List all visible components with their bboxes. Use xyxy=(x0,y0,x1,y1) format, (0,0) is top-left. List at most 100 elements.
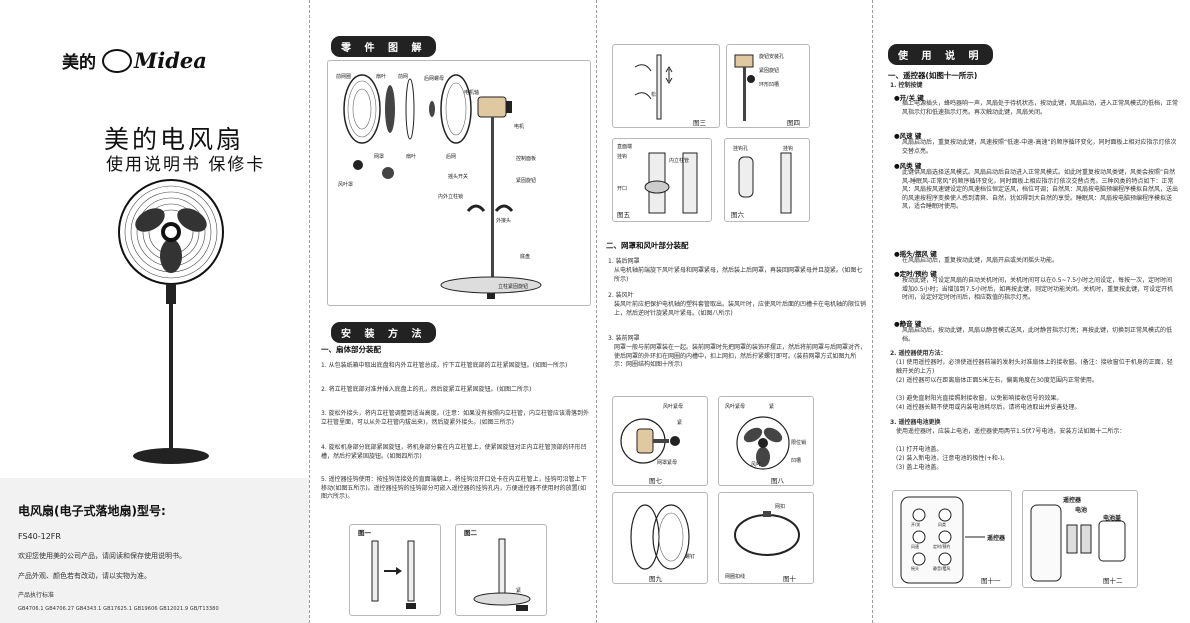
fig2-label: 紧 xyxy=(516,588,522,594)
remote-usage-title: 2. 遥控器使用方法： xyxy=(890,350,947,357)
label-lock-knob: 紧固旋钮 xyxy=(516,178,537,184)
info-box xyxy=(0,478,309,623)
fig2-caption: 图二 xyxy=(464,529,477,537)
remote-button-timer: 定时/预约 xyxy=(933,544,951,549)
label-base-screw: 立柱紧固旋钮 xyxy=(498,284,529,290)
remote-button-power: 开/关 xyxy=(911,522,921,527)
fig4-label-3: 环形凹槽 xyxy=(759,82,780,88)
fig7-label-2: 紧 xyxy=(677,420,683,426)
fig10-label-2: 网圈扣线 xyxy=(725,574,746,580)
fig2-drawing xyxy=(473,538,531,611)
label-front-mesh: 前网 xyxy=(398,74,409,80)
fig3-caption: 图三 xyxy=(693,119,706,127)
install-heading: 安 装 方 法 xyxy=(331,322,437,343)
install-step-3: 3. 旋松外接头，将内立柱管调整到适当高度。(注意：如果没有按照内立柱管，内立柱… xyxy=(321,410,589,426)
install-step-1: 1. 从包装纸箱中取出底盘和内外立柱管总成，拧下立柱管底部的立柱紧固旋钮。(如图… xyxy=(321,362,568,369)
key-speed-text: 风扇启动后，重复按动此键，风速按照“低速-中速-高速”的顺序循环变化，同时面板上… xyxy=(902,139,1177,155)
fan-head xyxy=(118,179,224,285)
fig8-box: 风叶紧母 紧 限位销 凹槽 风叶 图八 xyxy=(718,396,814,486)
label-back-nut: 后网螺母 xyxy=(424,76,445,82)
fig6-drawing xyxy=(738,152,792,214)
label-inner-pole: 内外立柱锁 xyxy=(438,194,464,200)
mesh-section-title: 二、网罩和风叶部分装配 xyxy=(606,241,689,250)
fig10-caption: 图十 xyxy=(783,575,796,583)
key-mute-title: ●静音 键 xyxy=(894,320,922,328)
mesh-step-1-title: 1. 装后网罩 xyxy=(608,258,640,265)
fig6-caption: 图六 xyxy=(731,211,744,219)
fig5-caption: 图五 xyxy=(617,211,630,219)
fig11-box: 开/关 风类 风速 定时/预约 摇头 静音/摆风 遥控器 图十一 xyxy=(892,490,1012,588)
fig3-label: 松 xyxy=(651,92,657,98)
fig12-box: 遥控器 电池 电池盖 图十二 xyxy=(1022,490,1138,588)
fig8-label-1: 风叶紧母 xyxy=(725,404,746,410)
fig9-box: 螺钉 图九 xyxy=(612,492,708,584)
remote-label: 遥控器 xyxy=(987,535,1006,542)
model-number: FS40-12FR xyxy=(18,532,61,541)
battery-intro: 使用遥控器时，应装上电池，遥控器使用两节1.5伏7号电池，安装方法如图十二所示： xyxy=(896,428,1126,435)
fig8-label-2: 紧 xyxy=(769,404,775,410)
fig5-label-4: 开口 xyxy=(617,186,628,192)
parts-diagram-box: 前网圈 扇叶 前网 后网螺母 电机轴 电机 网罩 后网 扇叶 风叶罩 控制面板 … xyxy=(327,60,591,306)
assembly-panel: 松 图三 旋钮安装孔 紧固旋钮 环形凹槽 图四 直面端 挂钩 内立柱管 开口 xyxy=(598,0,873,623)
remote-line-3: (3) 避免直射阳光直接照射接收窗，以免影响接收信号的效果。 xyxy=(896,395,1063,402)
fig7-drawing xyxy=(620,418,680,464)
fig5-drawing xyxy=(644,152,698,214)
mesh-step-1-text: 从电机轴前端旋下风叶紧母和网罩紧母，然后装上后网罩，再装回网罩紧母并且旋紧。(如… xyxy=(614,267,863,283)
fig5-label-2: 挂钩 xyxy=(617,154,628,160)
label-mesh-screw: 网罩 xyxy=(374,154,385,160)
welcome-text: 欢迎您使用美的公司产品，请阅读和保存使用说明书。 xyxy=(18,552,186,560)
battery-step-3: (3) 盖上电池盖。 xyxy=(896,464,943,471)
fig4-drawing xyxy=(734,54,755,121)
logo-cn: 美的 xyxy=(62,53,96,73)
label-back-mesh: 后网 xyxy=(446,154,457,160)
fig11-caption: 图十一 xyxy=(981,577,1001,585)
label-extend-pole: 外接头 xyxy=(496,218,512,224)
battery-step-2: (2) 装入新电池，注意电池的极性(+和-)。 xyxy=(896,455,1009,462)
fig1-caption: 图一 xyxy=(358,529,371,537)
fig12-caption: 图十二 xyxy=(1103,577,1123,585)
fig7-box: 风叶紧母 紧 网罩紧母 图七 xyxy=(612,396,708,486)
label-base: 底盘 xyxy=(520,254,531,260)
fig7-label-1: 风叶紧母 xyxy=(663,404,684,410)
remote-line-4: (4) 遥控器长期不使用或内装电池耗尽后，请将电池取出并妥善处理。 xyxy=(896,404,1081,411)
fig11-drawing xyxy=(900,496,985,584)
fig12-label-battery: 电池 xyxy=(1075,507,1088,514)
fig4-label-2: 紧固旋钮 xyxy=(759,68,780,74)
fig8-drawing xyxy=(736,416,790,470)
fig5-label-3: 内立柱管 xyxy=(669,158,690,164)
fig7-label-3: 网罩紧母 xyxy=(657,460,678,466)
fig4-caption: 图四 xyxy=(787,119,800,127)
key-timer-title: ●定时/预约 键 xyxy=(894,270,937,278)
remote-line-2: (2) 遥控器可以在距离扇体正面5米左右，偏离角度在30度范围内正常使用。 xyxy=(896,377,1098,384)
model-label: 电风扇(电子式落地扇)型号: xyxy=(18,504,166,518)
install-section1-title: 一、扇体部分装配 xyxy=(321,345,381,354)
fig8-label-5: 风叶 xyxy=(751,462,762,468)
key-mute-text: 风扇启动后，按动此键，风扇以静音模式送风，此时静音指示灯亮；再按此键，切换到正常… xyxy=(902,327,1173,343)
logo-mark-icon xyxy=(102,48,132,73)
fig10-drawing xyxy=(734,511,800,556)
fig4-label-1: 旋钮安装孔 xyxy=(759,54,785,60)
parts-diagram xyxy=(343,74,542,299)
fan-illustration xyxy=(118,179,224,464)
usage-panel: 使 用 说 明 一、遥控器(如图十一所示) 1. 控制按键 ●开/关 键 插上电… xyxy=(874,0,1190,623)
key-timer-text: 按动此键，可设定风扇的自动关机时间，关机时间可以在0.5~7.5小时之间设定，每… xyxy=(902,277,1174,302)
mesh-step-3-title: 3. 装前网罩 xyxy=(608,335,640,342)
fig10-box: 网扣 网圈扣线 图十 xyxy=(718,492,814,584)
fig10-label-1: 网扣 xyxy=(775,504,786,510)
fig12-label-cover: 电池盖 xyxy=(1103,515,1122,522)
cover-title: 美的电风扇 xyxy=(104,125,245,154)
parts-panel: 零 件 图 解 前网圈 扇叶 xyxy=(311,0,597,623)
label-blade-nut: 扇叶 xyxy=(376,74,387,80)
key-swing-text: 在风扇启动后，重复按动此键，风扇开启或关闭摇头功能。 xyxy=(902,257,1059,264)
control-keys-title: 1. 控制按键 xyxy=(890,82,923,89)
parts-heading: 零 件 图 解 xyxy=(331,36,437,57)
fan-base xyxy=(133,448,209,464)
standards-label: 产品执行标准 xyxy=(18,592,55,599)
fig6-label-1: 挂钩孔 xyxy=(733,146,749,152)
usage-heading: 使 用 说 明 xyxy=(888,44,994,65)
fig3-box: 松 图三 xyxy=(612,44,720,128)
install-step-2: 2. 将立柱管底部对准并插入底盘上的孔，然后旋紧立柱紧固旋钮。(如图二所示) xyxy=(321,386,532,393)
fig12-label-remote: 遥控器 xyxy=(1063,497,1082,504)
mesh-step-2-text: 装风叶前应把保护电机轴的塑料套管取出。装风叶时，应使风叶后面的凹槽卡在电机轴的限… xyxy=(614,301,867,317)
